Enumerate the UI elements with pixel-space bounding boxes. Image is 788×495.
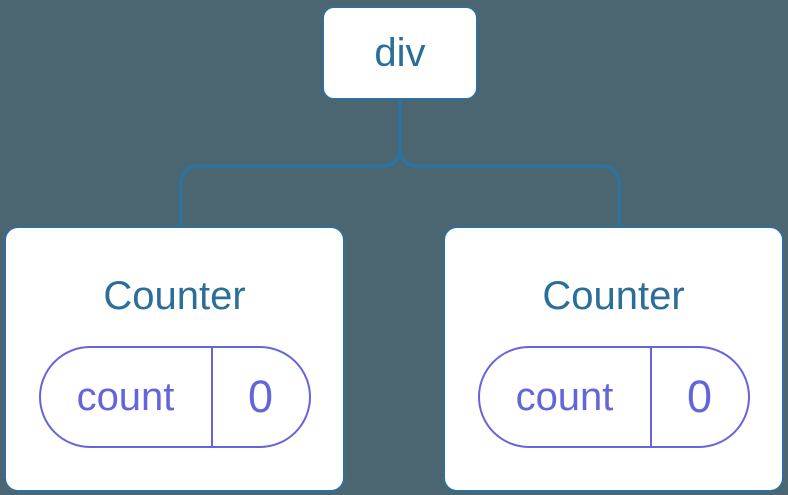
connector-branch-left	[179, 146, 402, 227]
state-pill-left: count 0	[38, 346, 311, 448]
node-counter-left-label: Counter	[103, 274, 246, 318]
state-key-label: count	[515, 374, 614, 419]
node-div-label: div	[374, 30, 426, 75]
state-key-label: count	[76, 374, 175, 419]
connector-branch-right	[398, 146, 621, 227]
tree-node-div: div	[322, 6, 478, 100]
state-value-label: 0	[649, 348, 748, 446]
tree-node-counter-left: Counter count 0	[4, 226, 345, 492]
node-counter-right-label: Counter	[542, 274, 685, 318]
state-value-label: 0	[210, 348, 309, 446]
tree-node-counter-right: Counter count 0	[443, 226, 784, 492]
state-pill-right: count 0	[477, 346, 750, 448]
